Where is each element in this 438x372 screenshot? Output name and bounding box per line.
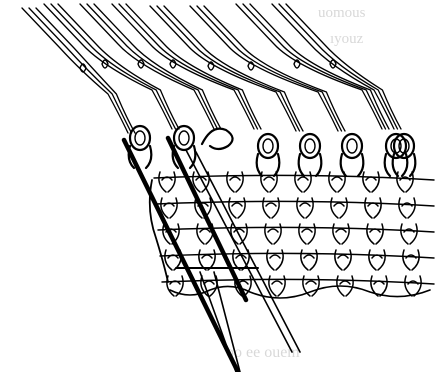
fabric-stitch	[399, 198, 415, 218]
needle-stitches	[129, 126, 416, 176]
needle-stitch	[202, 129, 233, 149]
fabric-stitch	[333, 224, 349, 244]
fabric-stitch	[365, 198, 381, 218]
needle-shaft-front	[124, 140, 238, 372]
yarn-strand	[250, 4, 389, 129]
fabric-stitch	[403, 250, 419, 270]
needle-edge-1	[186, 150, 292, 352]
needle-stitch	[258, 134, 278, 158]
needle-stitch	[130, 126, 150, 150]
fabric-stitch	[367, 224, 383, 244]
needle-stitch-inner	[347, 139, 357, 153]
yarn-strand	[22, 8, 128, 133]
needle-shaft-back	[168, 138, 246, 300]
yarn-strand	[51, 4, 176, 129]
needle-stitch-inner	[263, 139, 273, 153]
fabric-row-strand	[158, 227, 434, 232]
fabric-stitch	[331, 198, 347, 218]
fabric-stitch	[159, 172, 175, 192]
needle-stitch	[300, 134, 320, 158]
yarn-strands	[22, 4, 401, 133]
yarn-strand	[112, 4, 254, 129]
fabric-stitch	[329, 172, 345, 192]
yarn-strand	[157, 6, 300, 131]
fabric-stitch	[335, 250, 351, 270]
yarn-strand	[94, 4, 221, 129]
fabric-row-strand	[160, 253, 434, 258]
needle-stitch-inner	[135, 131, 145, 145]
fabric-stitch	[369, 250, 385, 270]
needle-stitch-inner	[305, 139, 315, 153]
fabric-stitch	[363, 172, 379, 192]
needle-stitch-inner	[179, 131, 189, 145]
needle-stitch	[174, 126, 194, 150]
needle-stitch	[342, 134, 362, 158]
yarn-strand	[58, 4, 179, 129]
fabric-stitch	[401, 224, 417, 244]
yarn-strand	[286, 4, 401, 129]
